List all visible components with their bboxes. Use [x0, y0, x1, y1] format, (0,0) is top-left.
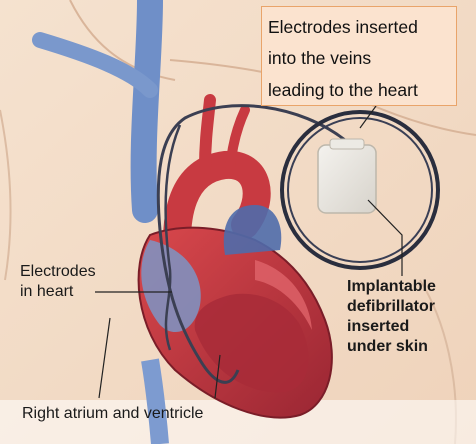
vena-cava-lower — [150, 360, 160, 444]
callout-line-2: into the veins — [268, 48, 371, 68]
vein-upper — [144, 0, 150, 210]
label-defibrillator: defibrillator — [347, 297, 435, 317]
callout-line-1: Electrodes inserted — [268, 17, 418, 37]
label-inserted: inserted — [347, 317, 409, 337]
label-in-heart: in heart — [20, 282, 73, 302]
device-header — [330, 139, 364, 149]
label-under-skin: under skin — [347, 337, 428, 357]
label-right-atrium-ventricle: Right atrium and ventricle — [22, 404, 203, 424]
label-electrodes: Electrodes — [20, 262, 96, 282]
label-implantable: Implantable — [347, 277, 436, 297]
callout-line-3: leading to the heart — [268, 80, 418, 100]
defibrillator-device — [318, 145, 376, 213]
